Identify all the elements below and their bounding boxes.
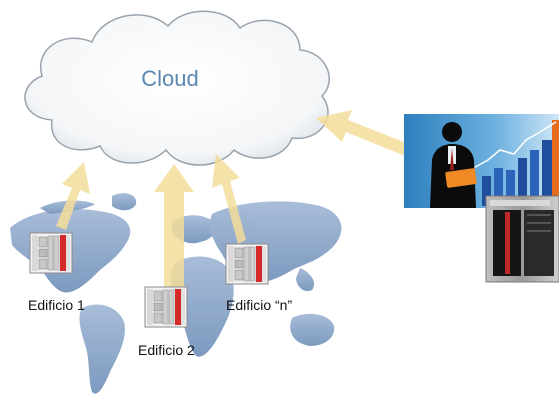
- cloud-label: Cloud: [141, 66, 199, 91]
- arrow-up-icon: [56, 162, 90, 230]
- arrow-up-icon: [154, 164, 194, 290]
- arrow-left-icon: [316, 110, 424, 162]
- site-label-edificio-1: Edificio 1: [28, 297, 85, 313]
- site-label-edificio-n: Edificio “n”: [226, 297, 293, 313]
- site-label-edificio-2: Edificio 2: [138, 342, 195, 358]
- arrow-up-icon: [212, 154, 246, 244]
